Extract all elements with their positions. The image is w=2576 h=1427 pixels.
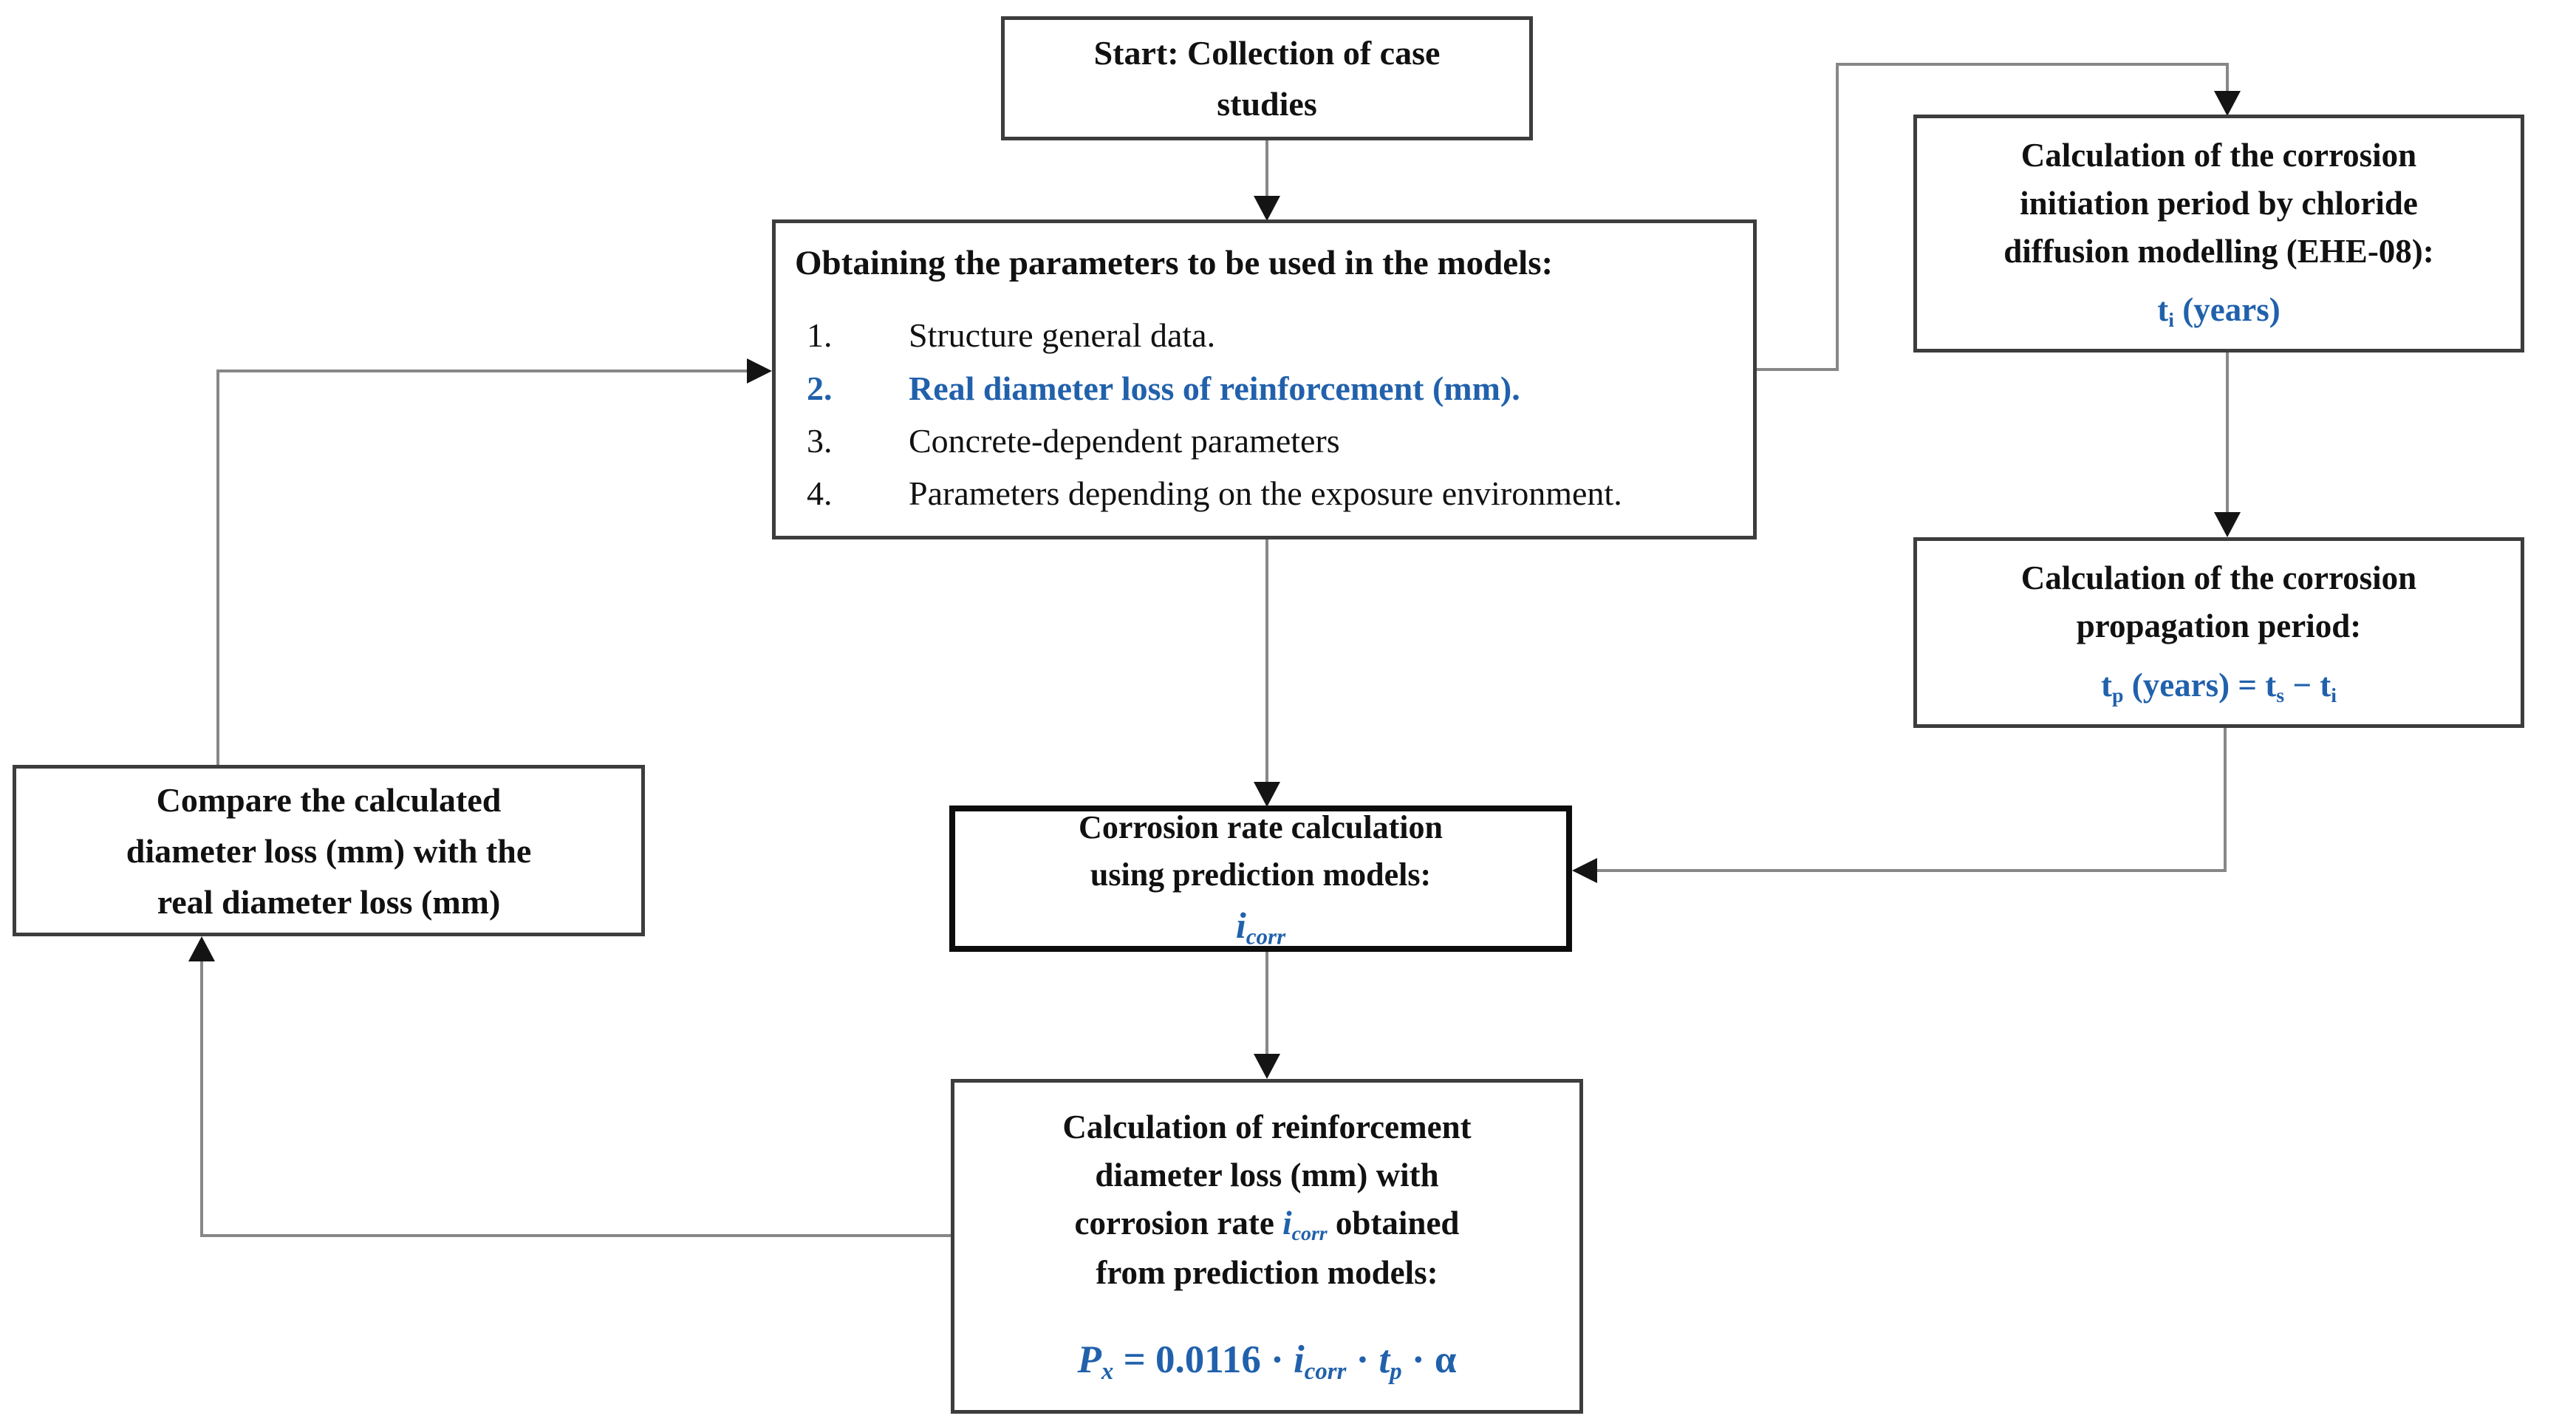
formula-subscript: i [2331,684,2337,707]
initiation-line: initiation period by chloride [2020,184,2418,222]
arrow-down-icon [2214,512,2241,537]
loss-line: from prediction models: [1096,1254,1438,1292]
list-item-text: Real diameter loss of reinforcement (mm)… [909,369,1520,407]
formula-text: (years) = [2123,666,2266,704]
list-item-number: 2. [807,369,833,407]
rate-line: using prediction models: [1090,856,1432,893]
list-item: 3. Concrete-dependent parameters [795,415,1734,467]
list-item: 1. Structure general data. [795,309,1734,361]
rate-formula: icorr [1236,899,1285,954]
formula-subscript: corr [1246,923,1286,950]
loss-text: corrosion rate [1074,1205,1283,1242]
formula-subscript: s [2276,684,2285,707]
start-box-line: studies [1217,85,1317,123]
propagation-line: propagation period: [2076,607,2362,645]
formula-operator: · [1346,1338,1379,1381]
arrow-down-icon [1254,196,1280,221]
list-item-text: Structure general data. [909,316,1216,355]
formula-subscript: corr [1291,1222,1328,1245]
start-box-line: Start: Collection of case [1093,34,1441,72]
connector-params-to-initiation-h2 [1836,63,2229,66]
formula-symbol: P [1077,1338,1101,1381]
formula-subscript: corr [1304,1358,1347,1385]
compare-line: real diameter loss (mm) [157,882,501,921]
formula-subscript: p [2111,684,2124,707]
formula-subscript: i [2168,309,2175,333]
rate-line: Corrosion rate calculation [1079,808,1443,845]
parameters-list: 1. Structure general data. 2. Real diame… [795,309,1734,520]
compare-line: Compare the calculated [156,780,502,819]
initiation-box: Calculation of the corrosion initiation … [1913,115,2524,353]
propagation-box: Calculation of the corrosion propagation… [1913,537,2524,728]
loss-line: corrosion rate icorr obtained [1075,1199,1460,1249]
loss-text: obtained [1327,1205,1460,1242]
connector-loss-to-compare-v [200,960,203,1237]
formula-symbol: t [2100,666,2112,704]
formula-symbol: i [1235,904,1246,946]
loss-line: Calculation of reinforcement [1062,1108,1472,1145]
arrow-left-icon [1572,858,1597,883]
propagation-formula: tp (years) = ts − ti [2101,661,2337,711]
formula-subscript: x [1101,1358,1114,1385]
connector-propagation-to-rate-v [2224,728,2227,872]
formula-symbol: i [1294,1338,1305,1381]
formula-symbol: i [1282,1205,1292,1242]
arrow-down-icon [1254,782,1280,807]
connector-rate-to-loss [1265,952,1268,1055]
compare-line: diameter loss (mm) with the [126,831,532,870]
parameters-header: Obtaining the parameters to be used in t… [795,244,1554,282]
initiation-line: diffusion modelling (EHE-08): [2003,233,2434,270]
formula-operator: − [2284,666,2320,704]
diameter-loss-box: Calculation of reinforcement diameter lo… [951,1079,1583,1414]
formula-symbol: t [2265,666,2277,704]
formula-text: (years) [2174,291,2281,329]
connector-initiation-to-propagation [2226,353,2229,514]
list-item-text: Concrete-dependent parameters [909,421,1340,460]
connector-compare-to-params-v [216,369,219,765]
list-item-text: Parameters depending on the exposure env… [909,474,1622,513]
connector-propagation-to-rate-h [1594,869,2227,872]
arrow-up-icon [188,936,215,961]
connector-params-to-rate [1265,539,1268,783]
formula-symbol: t [1378,1338,1390,1381]
connector-loss-to-compare-h [200,1234,951,1237]
arrow-right-icon [747,358,772,384]
arrow-down-icon [1254,1054,1280,1079]
loss-line: diameter loss (mm) with [1095,1156,1439,1193]
formula-symbol: t [2157,291,2169,329]
list-item-number: 1. [807,316,833,355]
connector-start-to-params [1265,140,1268,201]
initiation-formula: ti (years) [2157,286,2280,336]
initiation-line: Calculation of the corrosion [2020,136,2417,174]
connector-params-to-initiation-v2 [2226,63,2229,94]
arrow-down-icon [2214,91,2241,116]
connector-compare-to-params-h [216,369,747,372]
list-item: 4. Parameters depending on the exposure … [795,467,1734,520]
loss-formula: Px = 0.0116 · icorr · tp · α [1078,1332,1457,1390]
formula-subscript: p [1390,1358,1402,1385]
list-item-number: 4. [807,474,833,513]
connector-params-to-initiation-v1 [1836,63,1839,371]
list-item-number: 3. [807,421,833,460]
propagation-line: Calculation of the corrosion [2020,559,2417,597]
formula-symbol: t [2320,666,2331,704]
list-item-highlighted: 2. Real diameter loss of reinforcement (… [795,362,1734,415]
formula-text: = 0.0116 · [1113,1338,1294,1381]
compare-box: Compare the calculated diameter loss (mm… [13,765,645,936]
connector-params-to-initiation-h1 [1757,368,1839,371]
corrosion-rate-box: Corrosion rate calculation using predict… [949,806,1572,952]
formula-operator: · α [1401,1338,1457,1381]
start-box: Start: Collection of case studies [1001,16,1533,140]
parameters-box: Obtaining the parameters to be used in t… [772,219,1757,539]
